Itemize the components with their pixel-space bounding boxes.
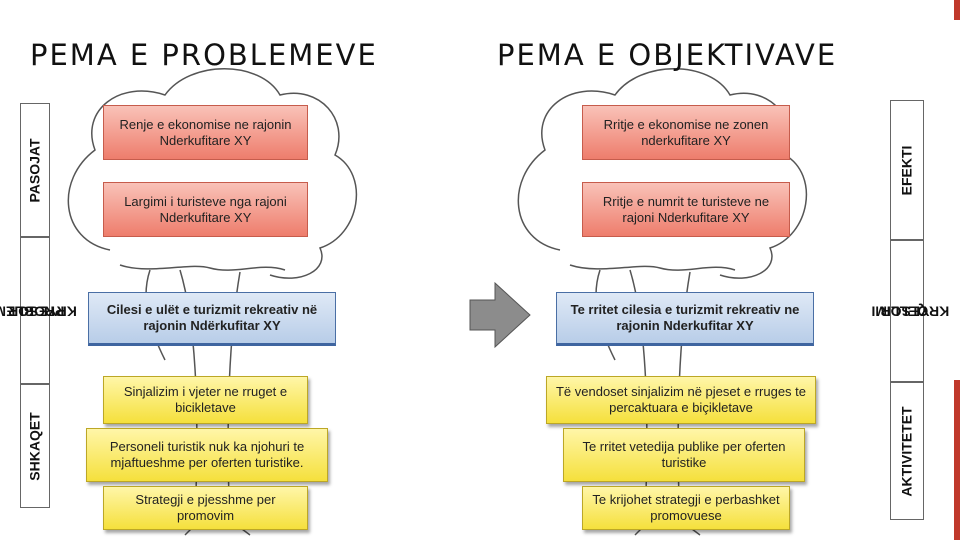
label-shkaqet: SHKAQET <box>20 384 50 508</box>
objective-effect-2: Rritje e numrit te turisteve ne rajoni N… <box>582 182 790 237</box>
accent-strip-top <box>954 0 960 20</box>
problem-effect-1: Renje e ekonomise ne rajonin Nderkufitar… <box>103 105 308 160</box>
objective-activity-1: Të vendoset sinjalizim në pjeset e rruge… <box>546 376 816 424</box>
problem-cause-2: Personeli turistik nuk ka njohuri te mja… <box>86 428 328 482</box>
label-pasojat: PASOJAT <box>20 103 50 237</box>
objective-effect-1: Rritje e ekonomise ne zonen nderkufitare… <box>582 105 790 160</box>
label-efekti: EFEKTI <box>890 100 924 240</box>
problem-cause-1: Sinjalizim i vjeter ne rruget e biciklet… <box>103 376 308 424</box>
label-aktivitetet: AKTIVITETET <box>890 382 924 520</box>
objective-activity-3: Te krijohet strategji e perbashket promo… <box>582 486 790 530</box>
problem-cause-3: Strategji e pjesshme per promovim <box>103 486 308 530</box>
right-arrow-icon <box>470 283 530 347</box>
objective-tree-title: PEMA E OBJEKTIVAVE <box>497 38 837 72</box>
core-problem-box: Cilesi e ulët e turizmit rekreativ në ra… <box>88 292 336 346</box>
problem-tree-title: PEMA E PROBLEMEVE <box>30 38 378 72</box>
core-objective-box: Te rritet cilesia e turizmit rekreativ n… <box>556 292 814 346</box>
accent-strip-bottom <box>954 380 960 540</box>
objective-activity-2: Te rritet vetedija publike per oferten t… <box>563 428 805 482</box>
label-problemi-kryesor: PROBLEMIKRYESOR <box>20 237 50 384</box>
problem-effect-2: Largimi i turisteve nga rajoni Nderkufit… <box>103 182 308 237</box>
